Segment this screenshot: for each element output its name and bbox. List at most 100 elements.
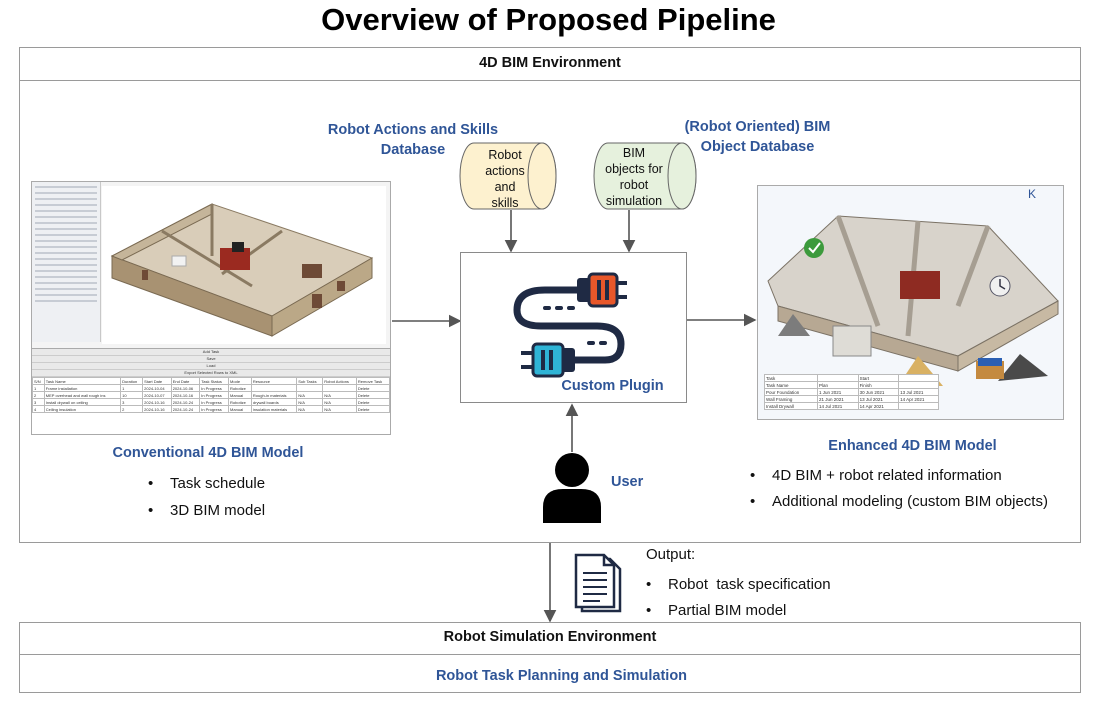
cell: 2024-10-07	[142, 391, 172, 399]
col-header: Resource	[250, 377, 298, 385]
col-header: Task Status	[199, 377, 230, 385]
cell: N/A	[322, 405, 357, 413]
cell: 13 Jul 2021	[898, 388, 939, 396]
col-header: Mode	[228, 377, 252, 385]
cell: Install Drywall	[764, 402, 818, 410]
cell: Manual	[228, 405, 252, 413]
cell: Frame installation	[43, 384, 122, 392]
cell: 4	[32, 405, 45, 413]
cell: 2024-10-16	[142, 398, 172, 406]
output-heading: Output:	[646, 546, 696, 563]
enhanced-heading: Enhanced 4D BIM Model	[828, 438, 997, 454]
delete-button[interactable]: Delete	[355, 405, 390, 413]
delete-button[interactable]: Delete	[355, 384, 390, 392]
cell: 14 Jul 2021	[816, 402, 859, 410]
bim-db-cyl-line: objects for	[605, 162, 663, 176]
cell: N/A	[296, 405, 324, 413]
custom-plugin-label: Custom Plugin	[561, 378, 664, 394]
cell	[296, 384, 324, 392]
cell: Manual	[228, 391, 252, 399]
bim-environment-frame	[19, 47, 1081, 543]
load-button[interactable]: Load	[32, 363, 390, 370]
cell: 14 Apr 2021	[857, 402, 900, 410]
cell: insulation materials	[250, 405, 298, 413]
col-header: Plan	[816, 381, 859, 389]
svg-text:K: K	[1028, 187, 1036, 201]
cell: N/A	[296, 398, 324, 406]
bim-db-cyl-line: simulation	[605, 194, 663, 208]
bim-db-cylinder-text: BIM objects for robot simulation	[594, 145, 674, 209]
cell: 30 Jun 2021	[857, 388, 900, 396]
enhanced-bullets: •4D BIM + robot related information •Add…	[750, 463, 1048, 515]
robot-db-cylinder	[459, 142, 557, 210]
bim-db-heading-line2: Object Database	[700, 139, 815, 155]
conventional-heading: Conventional 4D BIM Model	[112, 445, 304, 461]
robot-db-cyl-line: and	[494, 180, 516, 194]
conventional-bim-screenshot: Add Task Save Load Export Selected Rows …	[31, 181, 391, 435]
cell: 2024-10-06	[170, 384, 201, 392]
simulation-sub-label: Robot Task Planning and Simulation	[435, 668, 688, 684]
simulation-environment-label: Robot Simulation Environment	[443, 629, 657, 645]
bim-environment-label: 4D BIM Environment	[479, 55, 621, 71]
delete-button[interactable]: Delete	[355, 398, 390, 406]
col-header: Start	[857, 374, 900, 382]
cell: 3	[120, 398, 144, 406]
cell: 2024-10-16	[170, 391, 201, 399]
delete-button[interactable]: Delete	[355, 391, 390, 399]
cell: MEP overhead and wall rough ins	[43, 391, 122, 399]
user-icon	[543, 453, 601, 523]
bim-db-heading: (Robot Oriented) BIM Object Database	[660, 117, 855, 157]
conventional-bullets: •Task schedule •3D BIM model	[148, 470, 265, 524]
bullet-text: Task schedule	[170, 475, 266, 492]
cell: In Progress	[199, 391, 230, 399]
cell: In Progress	[199, 384, 230, 392]
cell	[322, 384, 357, 392]
document-icon	[574, 553, 622, 613]
cell: In Progress	[199, 405, 230, 413]
cell	[898, 402, 939, 410]
bullet-item: •Additional modeling (custom BIM objects…	[750, 493, 1048, 510]
bullet-text: 3D BIM model	[170, 502, 266, 519]
cell: N/A	[322, 391, 357, 399]
cell: Install drywall on ceiling	[43, 398, 122, 406]
cell: Pour Foundation	[764, 388, 818, 396]
robot-db-cylinder-text: Robot actions and skills	[470, 147, 540, 211]
add-task-button[interactable]: Add Task	[32, 349, 390, 356]
col-header: Duration	[120, 377, 144, 385]
user-label: User	[611, 474, 644, 490]
export-xml-button[interactable]: Export Selected Rows to XML	[32, 370, 390, 377]
schedule-grid: S/N Task Name Duration Start Date End Da…	[32, 377, 390, 413]
cell: 2024-10-24	[170, 405, 201, 413]
bullet-item: •3D BIM model	[148, 502, 266, 519]
cell: 13 Jul 2021	[857, 395, 900, 403]
cell: N/A	[296, 391, 324, 399]
bullet-text: Additional modeling (custom BIM objects)	[772, 493, 1048, 510]
cell: 10	[120, 391, 144, 399]
house-3d-model	[102, 186, 386, 344]
col-header: Task	[764, 374, 818, 382]
bullet-item: •Robot task specification	[646, 576, 831, 593]
col-header: Task Name	[43, 377, 122, 385]
robot-db-cyl-line: Robot	[488, 148, 522, 162]
cell: 21 Jun 2021	[816, 395, 859, 403]
robot-db-cyl-line: actions	[485, 164, 525, 178]
cell: 1	[120, 384, 144, 392]
save-button[interactable]: Save	[32, 356, 390, 363]
plug-icon	[513, 272, 627, 378]
cell: 1	[32, 384, 45, 392]
col-header: Sub Tasks	[296, 377, 324, 385]
cell: 2	[120, 405, 144, 413]
bullet-item: •Partial BIM model	[646, 602, 787, 619]
output-bullets: •Robot task specification •Partial BIM m…	[646, 572, 831, 624]
